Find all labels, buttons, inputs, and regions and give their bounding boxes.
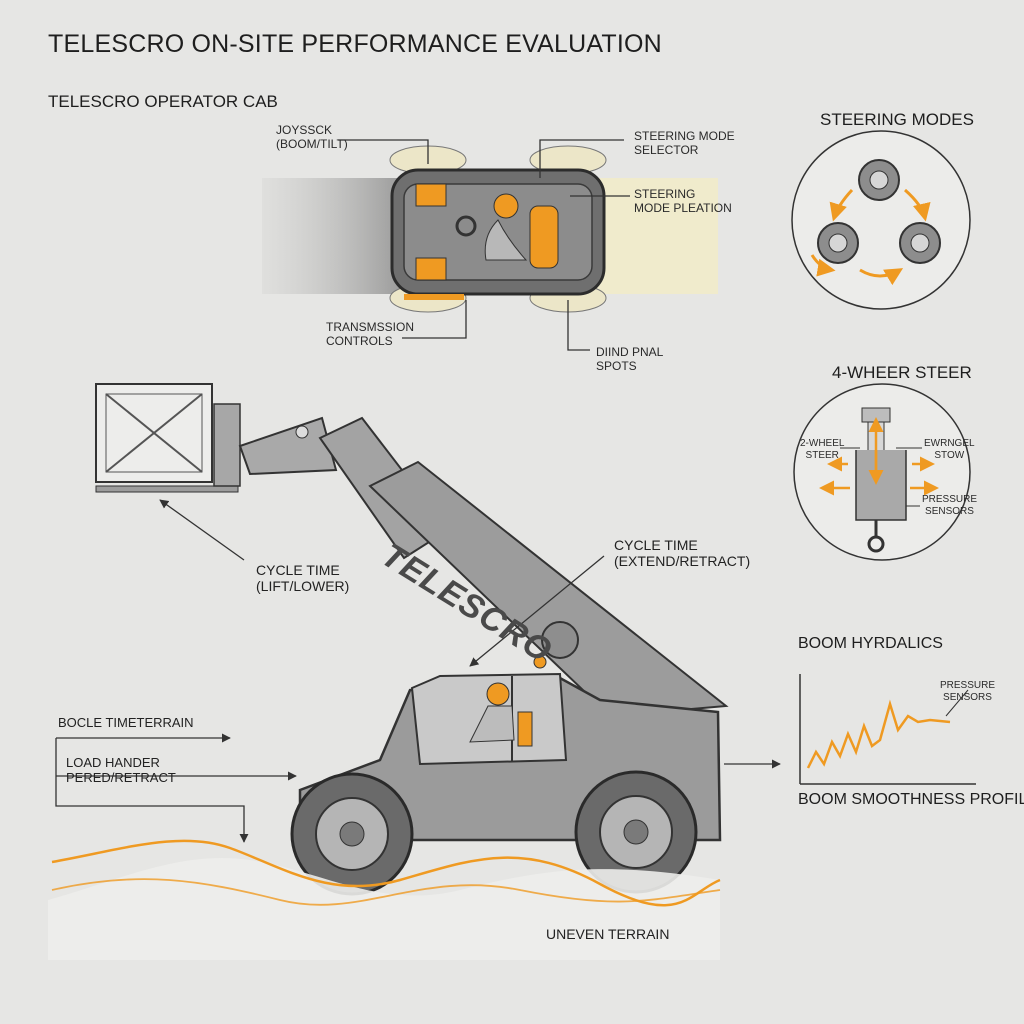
uneven-terrain [48, 839, 721, 960]
cab-step [404, 294, 464, 300]
forks [95, 485, 239, 493]
boom-pivot [541, 621, 579, 659]
cab-heading: TELESCRO OPERATOR CAB [48, 92, 278, 111]
operator-seat [529, 205, 559, 269]
load-crate [95, 383, 213, 483]
bocle-terrain-label: BOCLE TIMETERRAIN [58, 715, 194, 730]
machine-leader-lines [55, 499, 781, 843]
joystick-label: JOYSSCK(BOOM/TILT) [276, 123, 348, 151]
beacon-light [533, 655, 547, 669]
boom-pin [295, 425, 309, 439]
cab-panel-upper [415, 183, 447, 207]
telehandler-machine [95, 383, 729, 896]
cab-leader-lines [338, 139, 630, 351]
rotation-arrows [810, 188, 931, 286]
boom-hydraulics-chart [799, 674, 976, 785]
four-wheel-steer-diagram [793, 383, 971, 561]
cab-steering-wheel [455, 215, 477, 237]
operator-helmet-side [486, 682, 510, 706]
uneven-terrain-label: UNEVEN TERRAIN [546, 926, 670, 942]
cycle-time-extend-label: CYCLE TIME(EXTEND/RETRACT) [614, 537, 751, 570]
fork-carriage [213, 403, 241, 487]
boom-head [238, 416, 338, 476]
front-wheel [290, 772, 414, 896]
operator-helmet [493, 193, 519, 219]
sensor-leader [945, 689, 969, 717]
boom-outer-section [368, 460, 729, 718]
cab-seat [517, 711, 533, 747]
steering-modes-circle [791, 130, 971, 310]
cylinder-eye [867, 535, 885, 553]
cylinder-body [855, 450, 907, 521]
operator-side [469, 705, 515, 743]
boom-smoothness-profile-label: BOOM SMOOTHNESS PROFILE [798, 791, 1024, 808]
cab-panel-lower [415, 257, 447, 281]
cycle-time-lift-label: CYCLE TIME(LIFT/LOWER) [256, 562, 350, 595]
page-title: TELESCRO ON-SITE PERFORMANCE EVALUATION [48, 30, 662, 58]
boom-hydraulics-heading: BOOM HYRDALICS [798, 635, 943, 652]
operator-cab-topview [262, 145, 718, 313]
operator-body [484, 219, 528, 261]
steering-wheel-top-icon [858, 159, 900, 201]
four-wheel-arrows [819, 417, 939, 496]
cab-shadow [262, 178, 412, 294]
steering-wheel-left-icon [817, 222, 859, 264]
cylinder-cap [861, 407, 891, 423]
four-wheel-leaders [840, 447, 922, 507]
steering-modes-heading: STEERING MODES [820, 110, 974, 129]
steering-wheel-right-icon [899, 222, 941, 264]
steering-modes-diagram [791, 130, 971, 310]
four-wheel-steer-heading: 4-WHEER STEER [832, 363, 972, 382]
smoothness-profile-line [806, 699, 951, 769]
